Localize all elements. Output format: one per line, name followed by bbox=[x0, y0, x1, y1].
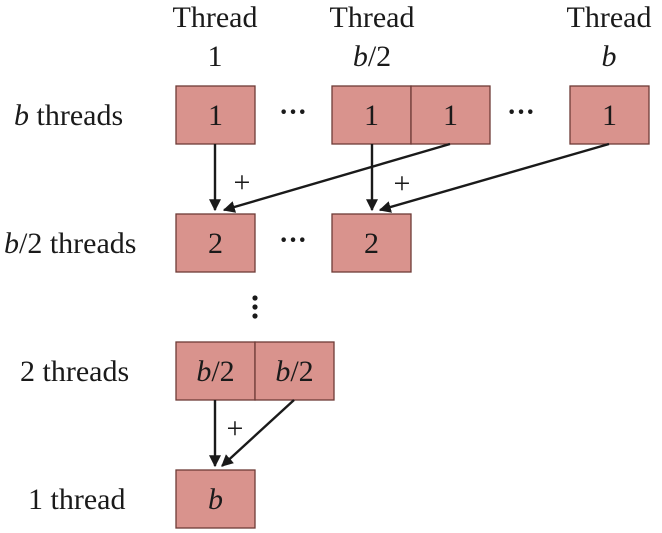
row4-cell-1-value: b bbox=[208, 483, 223, 516]
row1-cell-b: 1 bbox=[569, 85, 650, 145]
row2-ellipsis: ··· bbox=[279, 225, 307, 256]
row3-cell-1-value: b/2 bbox=[196, 355, 234, 388]
row4-cell-1: b bbox=[175, 469, 256, 529]
row2-cell-1-value: 2 bbox=[208, 227, 223, 260]
header-thread-1-word: Thread bbox=[173, 1, 258, 34]
plus-sign-3: + bbox=[227, 412, 244, 445]
row1-cell-b2-plus-1-value: 1 bbox=[443, 99, 458, 132]
arrow-r3c2-diag bbox=[221, 399, 295, 467]
header-thread-b-word: Thread bbox=[567, 1, 652, 34]
header-thread-b2-num: b/2 bbox=[353, 40, 391, 73]
row1-ellipsis-2: ··· bbox=[507, 97, 535, 128]
row-label-2-threads: 2 threads bbox=[20, 355, 129, 388]
arrow-r1cb-diag bbox=[378, 142, 610, 213]
row2-cell-1: 2 bbox=[175, 213, 256, 273]
row2-cell-b2: 2 bbox=[331, 213, 412, 273]
row-label-b2-threads: b/2 threads bbox=[4, 227, 136, 260]
row1-ellipsis-1: ··· bbox=[279, 97, 307, 128]
arrow-r1cb2plus1-diag bbox=[222, 142, 451, 213]
plus-sign-2: + bbox=[394, 167, 411, 200]
vertical-ellipsis bbox=[252, 295, 258, 319]
row-label-1-thread: 1 thread bbox=[28, 483, 125, 516]
row-label-b-threads: b threads bbox=[14, 99, 123, 132]
row1-cell-b-value: 1 bbox=[602, 99, 617, 132]
header-thread-b2-word: Thread bbox=[330, 1, 415, 34]
row1-cell-1-value: 1 bbox=[208, 99, 223, 132]
header-thread-b-num: b bbox=[602, 40, 617, 73]
row3-cell-2-value: b/2 bbox=[275, 355, 313, 388]
row1-cell-b2-value: 1 bbox=[364, 99, 379, 132]
plus-sign-1: + bbox=[234, 166, 251, 199]
row3-cell-2: b/2 bbox=[254, 341, 335, 401]
row1-cell-1: 1 bbox=[175, 85, 256, 145]
header-thread-1-num: 1 bbox=[208, 40, 223, 73]
row1-cell-b2: 1 bbox=[331, 85, 412, 145]
row3-cell-1: b/2 bbox=[175, 341, 256, 401]
row2-cell-b2-value: 2 bbox=[364, 227, 379, 260]
row1-cell-b2-plus-1: 1 bbox=[410, 85, 491, 145]
